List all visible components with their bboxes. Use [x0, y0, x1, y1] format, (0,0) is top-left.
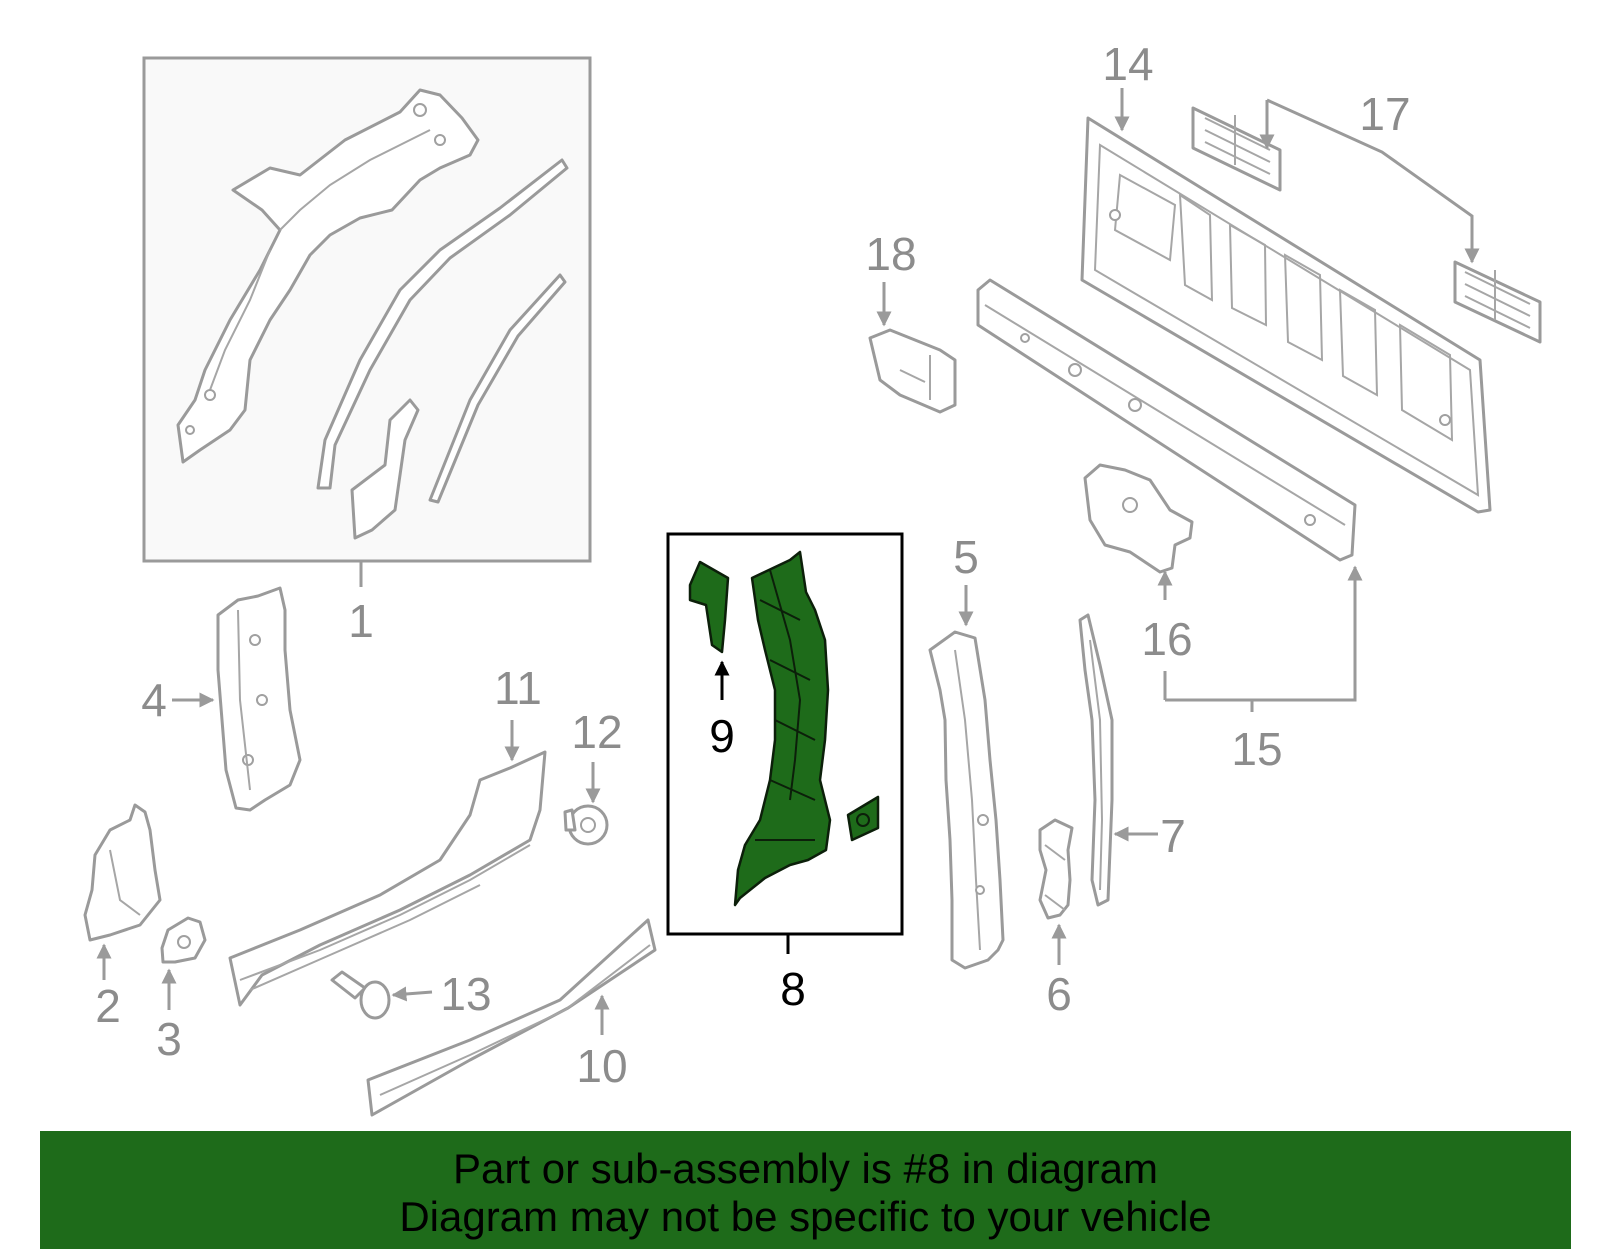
callout-3[interactable]: 3 [156, 1013, 182, 1065]
part-18[interactable] [868, 328, 957, 414]
part-5[interactable] [928, 630, 1005, 970]
callout-4[interactable]: 4 [141, 674, 167, 726]
callout-14[interactable]: 14 [1102, 38, 1153, 90]
callout-5[interactable]: 5 [953, 531, 979, 583]
callout-15[interactable]: 15 [1231, 723, 1282, 775]
part-14[interactable] [1080, 116, 1492, 514]
part-8-assembly[interactable] [666, 532, 904, 936]
callout-8[interactable]: 8 [780, 963, 806, 1015]
callout-18[interactable]: 18 [865, 228, 916, 280]
callout-labels: 1 2 3 4 5 6 7 8 9 10 11 12 13 14 15 16 1… [95, 38, 1410, 1092]
part-3[interactable] [160, 916, 207, 964]
callout-12[interactable]: 12 [571, 706, 622, 758]
part-11[interactable] [228, 750, 547, 1007]
callout-11[interactable]: 11 [494, 662, 542, 714]
part-6[interactable] [1038, 818, 1074, 920]
part-10[interactable] [366, 918, 657, 1117]
banner-line-2: Diagram may not be specific to your vehi… [399, 1193, 1212, 1240]
callout-7[interactable]: 7 [1160, 810, 1186, 862]
callout-9[interactable]: 9 [709, 710, 735, 762]
part-16[interactable] [1083, 463, 1194, 574]
part-13[interactable] [330, 970, 391, 1020]
part-4[interactable] [216, 586, 302, 812]
callout-10[interactable]: 10 [576, 1040, 627, 1092]
part-12[interactable] [563, 804, 609, 846]
part-17[interactable] [1191, 106, 1542, 344]
callout-2[interactable]: 2 [95, 980, 121, 1032]
part-7[interactable] [1078, 613, 1114, 907]
banner-line-1: Part or sub-assembly is #8 in diagram [453, 1145, 1158, 1192]
part-2[interactable] [83, 803, 162, 942]
callout-13[interactable]: 13 [440, 968, 491, 1020]
callout-1[interactable]: 1 [348, 595, 374, 647]
callout-6[interactable]: 6 [1046, 968, 1072, 1020]
callout-16[interactable]: 16 [1141, 613, 1192, 665]
part-1-assembly[interactable] [142, 56, 592, 563]
callout-17[interactable]: 17 [1359, 88, 1410, 140]
info-banner: Part or sub-assembly is #8 in diagram Di… [40, 1131, 1571, 1249]
